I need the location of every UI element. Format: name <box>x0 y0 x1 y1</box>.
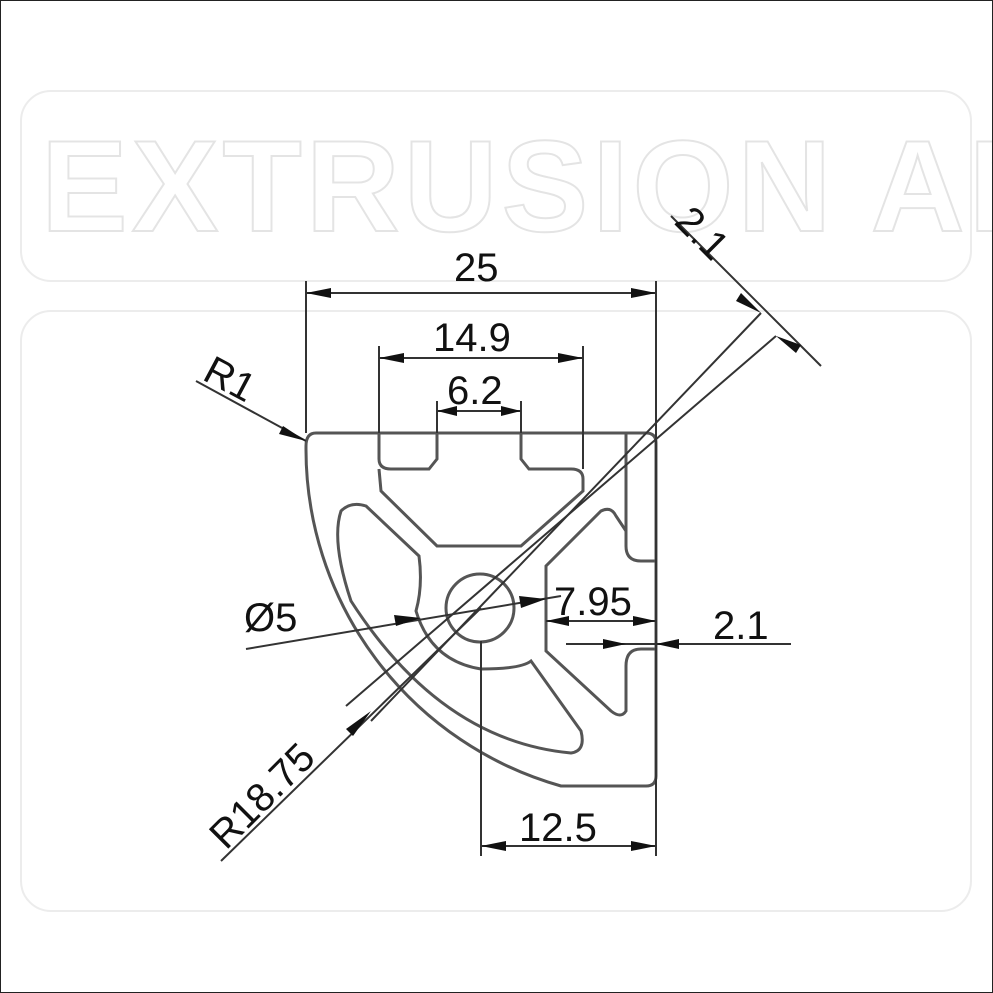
dim-width: 25 <box>454 246 499 290</box>
dim-side-wall: 2.1 <box>713 604 769 648</box>
watermark: EXTRUSION AND <box>20 90 993 912</box>
dimension-lines <box>195 215 822 862</box>
dim-slot-width: 14.9 <box>433 316 511 360</box>
dim-slot-opening: 6.2 <box>447 369 503 413</box>
watermark-text: EXTRUSION AND <box>41 113 993 259</box>
dim-bore: Ø5 <box>244 596 297 640</box>
dim-outer-radius: R18.75 <box>201 735 323 857</box>
dim-half-width: 12.5 <box>519 806 597 850</box>
dim-corner-radius: R1 <box>197 348 263 411</box>
dim-offset: 7.95 <box>554 580 632 624</box>
